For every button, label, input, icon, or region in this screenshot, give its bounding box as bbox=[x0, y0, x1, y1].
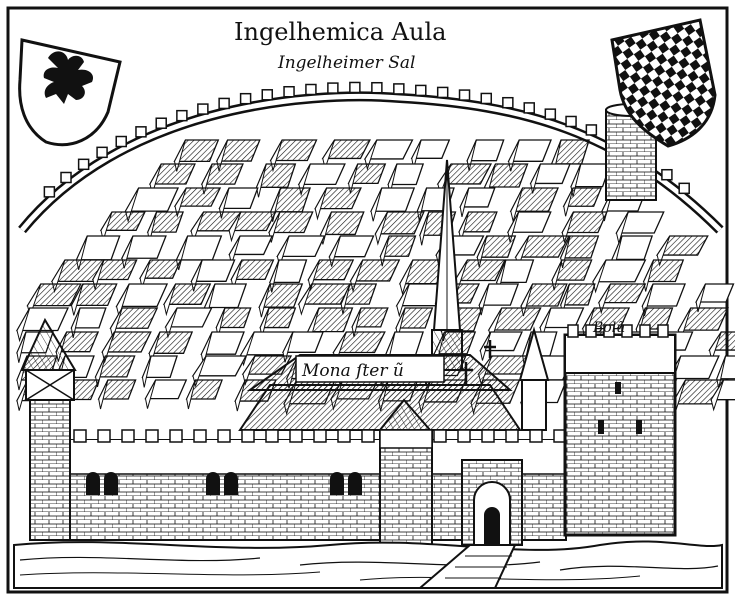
houses-roof-field bbox=[15, 139, 735, 416]
gate-tower bbox=[377, 398, 433, 546]
eagle-shield-emblem bbox=[18, 38, 122, 147]
moat-water bbox=[13, 540, 723, 589]
monastery-label: Mona ſter ũ bbox=[301, 361, 404, 381]
subtitle-text: Ingelheimer Sal bbox=[277, 53, 415, 73]
checker-shield-emblem bbox=[610, 18, 717, 148]
bridge bbox=[417, 544, 517, 589]
left-tower bbox=[20, 317, 77, 541]
small-spire bbox=[518, 326, 550, 431]
right-round-tower: Bolũ bbox=[563, 320, 677, 537]
town-gate bbox=[461, 459, 523, 546]
tower-label: Bolũ bbox=[592, 320, 625, 336]
title-text: Ingelhemica Aula bbox=[234, 18, 446, 46]
